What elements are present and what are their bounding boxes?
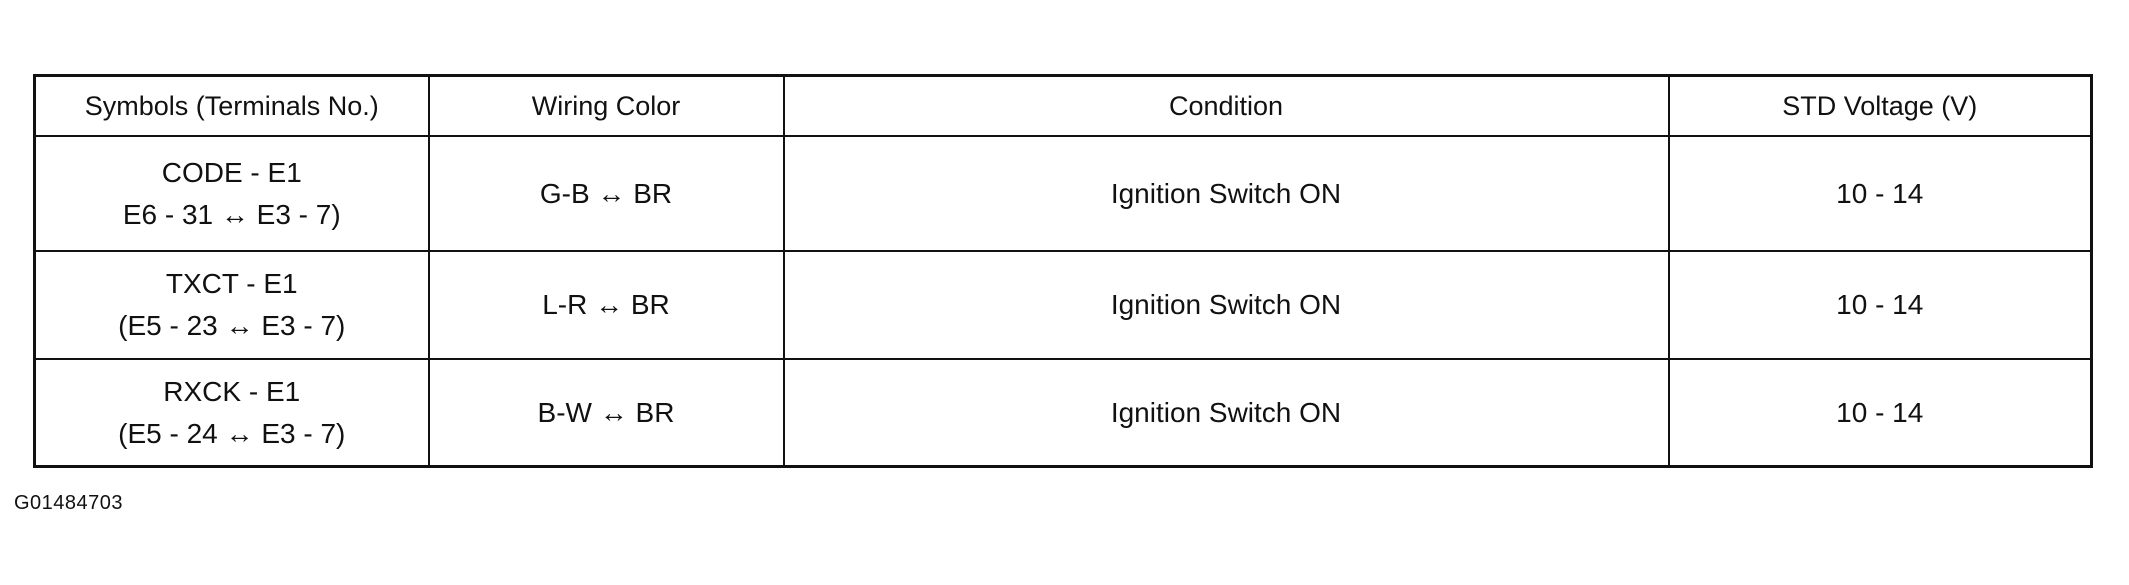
- condition-cell: Ignition Switch ON: [782, 135, 1670, 252]
- symbol-cell: CODE - E1 E6 - 31 ↔ E3 - 7): [33, 135, 430, 252]
- table-header-row: Symbols (Terminals No.) Wiring Color Con…: [33, 74, 2093, 137]
- condition-cell: Ignition Switch ON: [782, 250, 1670, 360]
- symbol-cell: RXCK - E1 (E5 - 24 ↔ E3 - 7): [33, 358, 430, 468]
- voltage-cell: 10 - 14: [1667, 358, 2093, 468]
- table-row: TXCT - E1 (E5 - 23 ↔ E3 - 7) L-R ↔ BR Ig…: [33, 250, 2093, 360]
- header-std-voltage: STD Voltage (V): [1667, 74, 2093, 137]
- symbol-name: TXCT - E1: [165, 268, 298, 299]
- symbol-cell: TXCT - E1 (E5 - 23 ↔ E3 - 7): [33, 250, 430, 360]
- condition-cell: Ignition Switch ON: [782, 358, 1670, 468]
- voltage-cell: 10 - 14: [1667, 135, 2093, 252]
- symbol-name: RXCK - E1: [163, 375, 301, 407]
- wiring-color-cell: L-R ↔ BR: [427, 250, 785, 360]
- table-row: CODE - E1 E6 - 31 ↔ E3 - 7) G-B ↔ BR Ign…: [33, 135, 2093, 252]
- terminal-numbers: (E5 - 23 ↔ E3 - 7): [118, 310, 346, 341]
- voltage-cell: 10 - 14: [1667, 250, 2093, 360]
- voltage-spec-table: Symbols (Terminals No.) Wiring Color Con…: [33, 74, 2093, 468]
- wiring-color-cell: G-B ↔ BR: [427, 135, 785, 252]
- wiring-color-cell: B-W ↔ BR: [427, 358, 785, 468]
- header-wiring-color: Wiring Color: [427, 74, 785, 137]
- header-condition: Condition: [782, 74, 1670, 137]
- table-row: RXCK - E1 (E5 - 24 ↔ E3 - 7) B-W ↔ BR Ig…: [33, 358, 2093, 468]
- figure-id: G01484703: [14, 492, 124, 514]
- terminal-numbers: E6 - 31 ↔ E3 - 7): [122, 198, 341, 230]
- symbol-name: CODE - E1: [161, 156, 302, 188]
- terminal-numbers: (E5 - 24 ↔ E3 - 7): [118, 417, 346, 449]
- header-symbols: Symbols (Terminals No.): [33, 74, 430, 137]
